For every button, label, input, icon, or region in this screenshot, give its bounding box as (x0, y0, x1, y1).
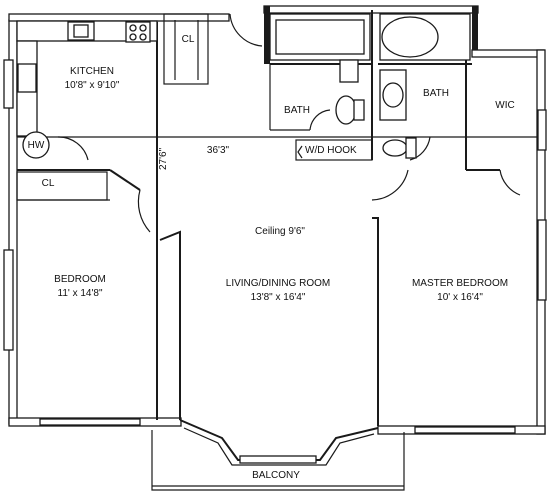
room-kitchen-size: 10'8" x 9'10" (64, 80, 120, 91)
dimension-depth: 27'6" (158, 147, 169, 170)
room-bedroom-name: BEDROOM (54, 274, 106, 285)
dimension-width: 36'3" (206, 145, 230, 156)
room-balcony: BALCONY (252, 470, 300, 481)
room-wic: WIC (495, 100, 515, 111)
wd-hook-label: W/D HOOK (305, 145, 357, 156)
bay-window (179, 419, 379, 466)
room-hall-closet: CL (41, 178, 55, 189)
bath-fixtures (269, 13, 471, 159)
water-heater (22, 131, 50, 159)
room-master-name: MASTER BEDROOM (411, 278, 509, 289)
room-bedroom-size: 11' x 14'8" (57, 288, 103, 299)
kitchen-fixtures (16, 20, 158, 137)
ceiling-height: Ceiling 9'6" (255, 226, 305, 237)
room-master-size: 10' x 16'4" (437, 292, 483, 303)
wd-arrow (297, 145, 303, 159)
room-living-name: LIVING/DINING ROOM (225, 278, 331, 289)
room-kitchen-closet: CL (181, 34, 195, 45)
windows (3, 59, 547, 434)
room-bath-right: BATH (423, 88, 449, 99)
room-living-size: 13'8" x 16'4" (250, 292, 306, 303)
room-bath-left: BATH (284, 105, 310, 116)
room-kitchen-name: KITCHEN (70, 66, 114, 77)
balcony-railing (151, 430, 405, 491)
door-swings (57, 13, 521, 233)
water-heater-label: HW (27, 140, 45, 151)
